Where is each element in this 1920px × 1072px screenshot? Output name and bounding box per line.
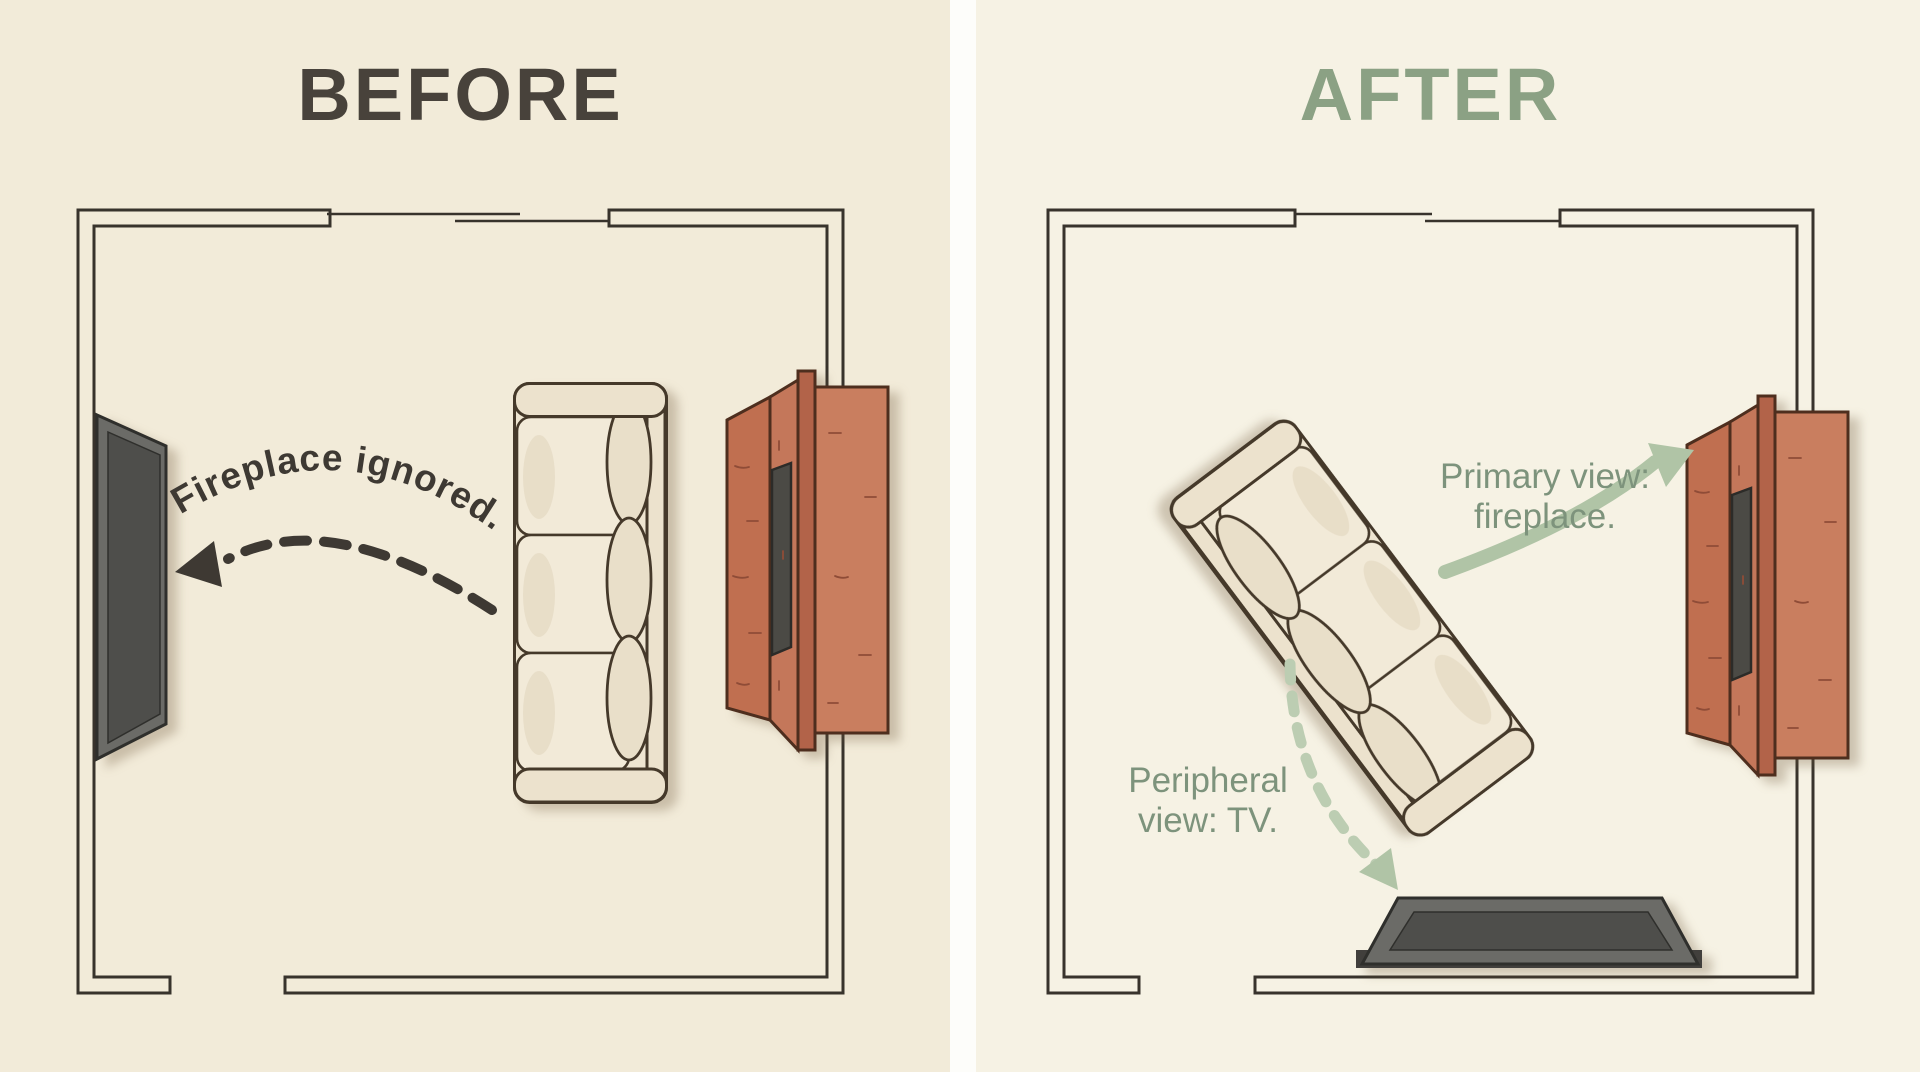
after-fireplace [1685, 394, 1850, 777]
peripheral-view-label-line2: view: TV. [1138, 801, 1278, 840]
before-title: BEFORE [297, 53, 624, 136]
panel-divider [950, 0, 976, 1072]
primary-view-label-line1: Primary view: [1440, 457, 1650, 496]
before-sofa [513, 382, 668, 804]
peripheral-view-arrow [1284, 658, 1398, 890]
before-fireplace [725, 369, 890, 752]
after-title: AFTER [1299, 53, 1562, 136]
before-tv [95, 412, 168, 762]
peripheral-view-label-line1: Peripheral [1128, 761, 1288, 800]
primary-view-label-line2: fireplace. [1474, 497, 1616, 536]
ignored-annotation: Fireplace ignored. [164, 437, 514, 538]
ignored-arrow [175, 535, 497, 615]
after-tv [1356, 896, 1702, 968]
primary-view-arrow [1438, 443, 1694, 579]
